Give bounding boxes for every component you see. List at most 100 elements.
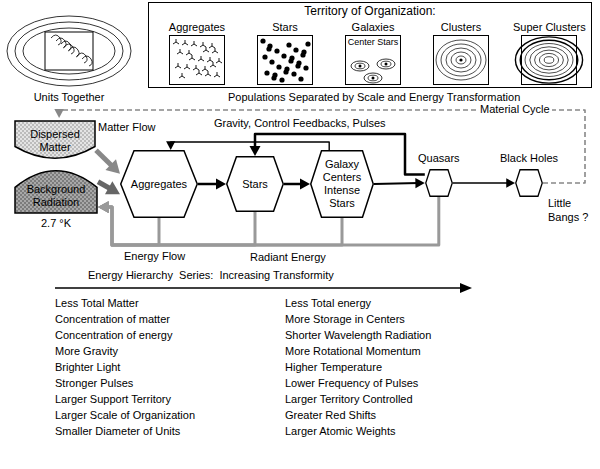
units-drawing [4, 14, 134, 88]
aggregate-mark [177, 49, 183, 54]
orbit-ring [15, 22, 123, 80]
star-dot [293, 47, 298, 52]
star-dot [283, 69, 288, 74]
hierarchy-hexagon: Galaxy Centers Intense Stars [310, 150, 374, 218]
cluster-ring [436, 40, 486, 80]
property-item: Larger Territory Controlled [285, 392, 413, 406]
aggregate-mark [216, 58, 222, 63]
arrow-head [98, 201, 109, 213]
swirl-line [61, 41, 71, 51]
supercluster-ring [520, 40, 578, 80]
inner-caption: Center Stars [346, 36, 400, 48]
orbit-ring [7, 16, 131, 86]
star-dot [271, 75, 276, 80]
cluster-ring [441, 44, 481, 76]
arrow-head [105, 181, 120, 194]
star-dot [279, 77, 284, 82]
aggregate-mark [209, 43, 215, 48]
galaxy-ring [351, 61, 369, 71]
property-item: Larger Support Territory [55, 392, 171, 406]
star-dot [305, 41, 310, 46]
connector-line [453, 182, 510, 184]
property-item: More Storage in Centers [285, 312, 405, 326]
territory-drawing [434, 36, 488, 84]
small-hexagon-path [426, 170, 453, 197]
small-hexagon-outline [515, 169, 543, 197]
box-heading: Stars [249, 21, 321, 34]
galaxy-ring [355, 63, 365, 69]
star-dot [288, 58, 293, 63]
flow-label: Matter Flow [96, 121, 157, 134]
aggregate-mark [198, 56, 204, 61]
star-dot [260, 38, 265, 43]
connector-line [374, 182, 419, 185]
galaxy-ring [364, 73, 382, 83]
star-dot [286, 42, 291, 47]
arrow-head [98, 201, 109, 213]
shape-label: Dispersed Matter [18, 128, 92, 154]
small-hexagon-label: Quasars [418, 152, 460, 165]
property-item: Less Total Matter [55, 296, 139, 310]
shape-note: 2.7 °K [14, 217, 98, 230]
aggregate-mark [207, 57, 213, 62]
arrow-head [98, 201, 109, 213]
shape-label: Background Radiation [18, 183, 94, 209]
supercluster-ring [525, 44, 573, 77]
shape-body: Stars [226, 156, 284, 212]
supercluster-ring [535, 50, 564, 70]
cluster-ring [446, 48, 476, 72]
cluster-ring [456, 56, 466, 64]
source-shape: Dispersed Matter [14, 118, 96, 164]
territory-box: Aggregates [161, 21, 233, 85]
aggregate-mark [175, 63, 181, 68]
supercluster-ring [530, 47, 568, 73]
territory-drawing [170, 36, 224, 84]
box-heading: Super Clusters [513, 21, 585, 34]
aggregate-mark [210, 62, 216, 67]
arrow-head [506, 178, 515, 187]
aggregate-mark [189, 55, 195, 60]
units-figure: Units Together [4, 14, 134, 106]
star-dot [281, 53, 286, 58]
shape-path [227, 157, 284, 212]
galaxy-center [372, 77, 375, 80]
aggregate-mark [182, 40, 188, 45]
aggregate-mark [196, 70, 202, 75]
small-hexagon-body [425, 169, 453, 197]
shape-body: Dispersed Matter [14, 118, 96, 164]
swirl-line [51, 35, 61, 45]
aggregate-mark [202, 66, 208, 71]
flow-label: Gravity, Control Feedbacks, Pulses [212, 117, 388, 130]
small-hexagon-body [515, 169, 543, 197]
hexagon-label: Aggregates [131, 178, 187, 191]
star-dot [291, 71, 296, 76]
arrow-head [216, 179, 226, 190]
flow-label: Energy Flow [122, 250, 187, 263]
arrow-head [166, 141, 175, 150]
small-hexagon-path [516, 170, 543, 197]
territory-drawing [522, 36, 576, 84]
property-item: Brighter Light [55, 360, 120, 374]
box-heading: Aggregates [161, 21, 233, 34]
box-heading: Clusters [425, 21, 497, 34]
connector [198, 179, 226, 190]
aggregate-mark [205, 71, 211, 76]
orbit-ring [23, 28, 115, 74]
connector [284, 179, 310, 190]
property-item: Higher Temperature [285, 360, 382, 374]
supercluster-ring [515, 37, 582, 83]
frame-heading: Territory of Organization: [149, 3, 591, 18]
unit-square [45, 32, 93, 70]
aggregate-mark [184, 64, 190, 69]
connector [96, 150, 120, 174]
star-dot [274, 48, 279, 53]
galaxy-ring [377, 59, 395, 69]
aggregate-mark [212, 48, 218, 53]
flow-label: Material Cycle [478, 103, 552, 116]
property-item: Stronger Pulses [55, 376, 133, 390]
territory-box: GalaxiesCenter Stars [337, 21, 409, 85]
property-item: Greater Red Shifts [285, 408, 376, 422]
cluster-center [459, 58, 462, 61]
property-item: Concentration of matter [55, 312, 170, 326]
